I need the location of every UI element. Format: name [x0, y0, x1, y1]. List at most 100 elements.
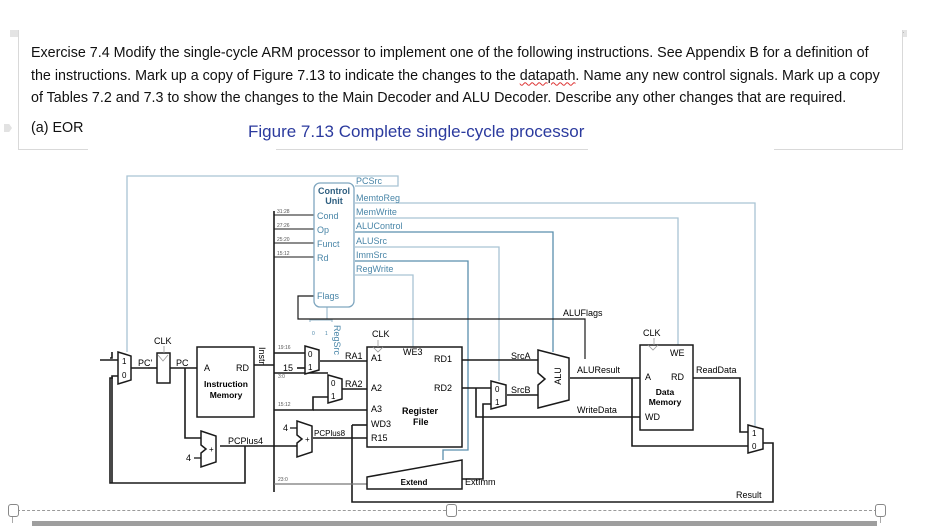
signal-immsrc: ImmSrc [356, 250, 387, 260]
mux-input-0: 0 [122, 371, 127, 380]
mux-input-1: 1 [308, 363, 313, 372]
extimm-label: ExtImm [465, 477, 496, 487]
srcb-label: SrcB [511, 385, 531, 395]
clk-label: CLK [643, 328, 661, 338]
stub [110, 352, 113, 359]
dmem-we-port: WE [670, 348, 685, 358]
regwrite-wire [355, 274, 414, 348]
mux-input-1: 1 [752, 429, 757, 438]
field-19-16: 19:16 [278, 345, 291, 351]
spellcheck-word[interactable]: datapath [519, 67, 576, 84]
datapath-wires [109, 211, 774, 503]
field-3-0: 3:0 [278, 374, 285, 380]
exercise-text: Exercise 7.4 Modify the single-cycle ARM… [31, 42, 891, 110]
alu[interactable]: ALU [537, 349, 570, 409]
paragraph-marker-icon[interactable] [4, 124, 12, 132]
field-15-12-b: 15:12 [278, 402, 291, 408]
control-unit[interactable]: Control Unit Cond Op Funct Rd Flags [313, 182, 355, 308]
instr-label: Instr [257, 347, 267, 365]
control-input-funct: Funct [317, 239, 340, 249]
plus-sign: + [209, 445, 214, 454]
field-31-28: 31:28 [277, 209, 290, 215]
const-15-label: 15 [283, 363, 293, 373]
mux-input-0: 0 [308, 350, 313, 359]
rf-a1-port: A1 [371, 353, 382, 363]
writedata-label: WriteData [577, 405, 617, 415]
pcplus4-label: PCPlus4 [228, 436, 263, 446]
resize-handle-left[interactable] [8, 504, 19, 517]
clk-label: CLK [372, 329, 390, 339]
rf-rd2-port: RD2 [434, 383, 452, 393]
mux-input-1: 1 [331, 392, 336, 401]
rf-wd3-port: WD3 [371, 419, 391, 429]
aluflags-label: ALUFlags [563, 308, 603, 318]
resize-handle-right[interactable] [875, 504, 886, 517]
rf-r15-port: R15 [371, 433, 388, 443]
pc-mux-input0 [111, 375, 118, 483]
mux-input-1: 1 [122, 357, 127, 366]
result-mux[interactable]: 1 0 [747, 424, 764, 454]
field-25-20: 25:20 [277, 237, 290, 243]
mux-input-1: 1 [495, 398, 500, 407]
control-input-cond: Cond [317, 211, 339, 221]
extend-unit[interactable]: Extend [366, 459, 463, 490]
immsrc-wire [355, 260, 469, 460]
field-23-0: 23:0 [278, 477, 288, 483]
field-27-26: 27:26 [277, 223, 290, 229]
clk-label: CLK [154, 336, 172, 346]
dmem-rd-port: RD [671, 372, 684, 382]
const-4-label: 4 [186, 453, 191, 463]
rf-name: File [413, 417, 429, 427]
rf-a2-port: A2 [371, 383, 382, 393]
pcplus4-feedback [109, 377, 246, 484]
extimm-wire [462, 403, 491, 480]
signal-regwrite: RegWrite [356, 264, 393, 274]
srcb-mux[interactable]: 0 1 [490, 380, 507, 410]
signal-memwrite: MemWrite [356, 207, 397, 217]
pc-mux[interactable]: 1 0 [117, 350, 132, 386]
register-file[interactable]: A1 A2 A3 WD3 R15 WE3 RD1 RD2 Register Fi… [366, 346, 463, 448]
readdata-wire [693, 377, 748, 433]
regsrc-label: RegSrc [332, 325, 342, 356]
readdata-label: ReadData [696, 365, 737, 375]
ra2-mux[interactable]: 0 1 [327, 374, 343, 404]
writedata-wire [475, 388, 640, 418]
box-gap [588, 149, 774, 151]
horizontal-scrollbar[interactable] [32, 521, 877, 526]
resize-handle-center[interactable] [446, 504, 457, 517]
imem-name: Memory [210, 390, 243, 400]
regsrc-bit1: 1 [325, 331, 328, 337]
imem-rd-port: RD [236, 363, 249, 373]
ra1-mux[interactable]: 0 1 [304, 345, 320, 375]
pc-to-adder [184, 368, 201, 439]
pc-register[interactable] [156, 352, 171, 384]
imem-name: Instruction [204, 379, 248, 389]
pcplus4-adder[interactable]: + [200, 429, 217, 469]
result-wire [351, 425, 774, 503]
exercise-text-part: Exercise 7.4 Modify the single-cycle ARM… [31, 45, 869, 84]
control-wires-dark [355, 231, 554, 460]
control-flags-label: Flags [317, 291, 340, 301]
rf-we3-port: WE3 [403, 347, 423, 357]
pcplus8-adder[interactable]: + [296, 419, 313, 459]
data-memory[interactable]: A RD WD WE Data Memory [639, 344, 694, 431]
instr-field-labels: 31:28 27:26 25:20 15:12 19:16 3:0 15:12 … [277, 209, 291, 483]
memwrite-wire [355, 217, 679, 345]
const-4-label: 4 [283, 423, 288, 433]
guide-tick [12, 517, 13, 523]
aluflags-wire [297, 295, 586, 359]
rf-rd1-port: RD1 [434, 354, 452, 364]
signal-memtoreg: MemtoReg [356, 193, 400, 203]
dmem-a-port: A [645, 372, 651, 382]
pcplus8-label: PCPlus8 [314, 429, 346, 438]
plus-sign: + [305, 435, 310, 444]
control-input-rd: Rd [317, 253, 329, 263]
dmem-name: Memory [649, 397, 682, 407]
instr-15-12-to-mux [274, 396, 328, 411]
field-15-12: 15:12 [277, 251, 290, 257]
signal-alusrc: ALUSrc [356, 236, 388, 246]
instruction-memory[interactable]: A RD Instruction Memory [196, 346, 255, 418]
control-input-op: Op [317, 225, 329, 235]
guide-tick [880, 517, 881, 523]
